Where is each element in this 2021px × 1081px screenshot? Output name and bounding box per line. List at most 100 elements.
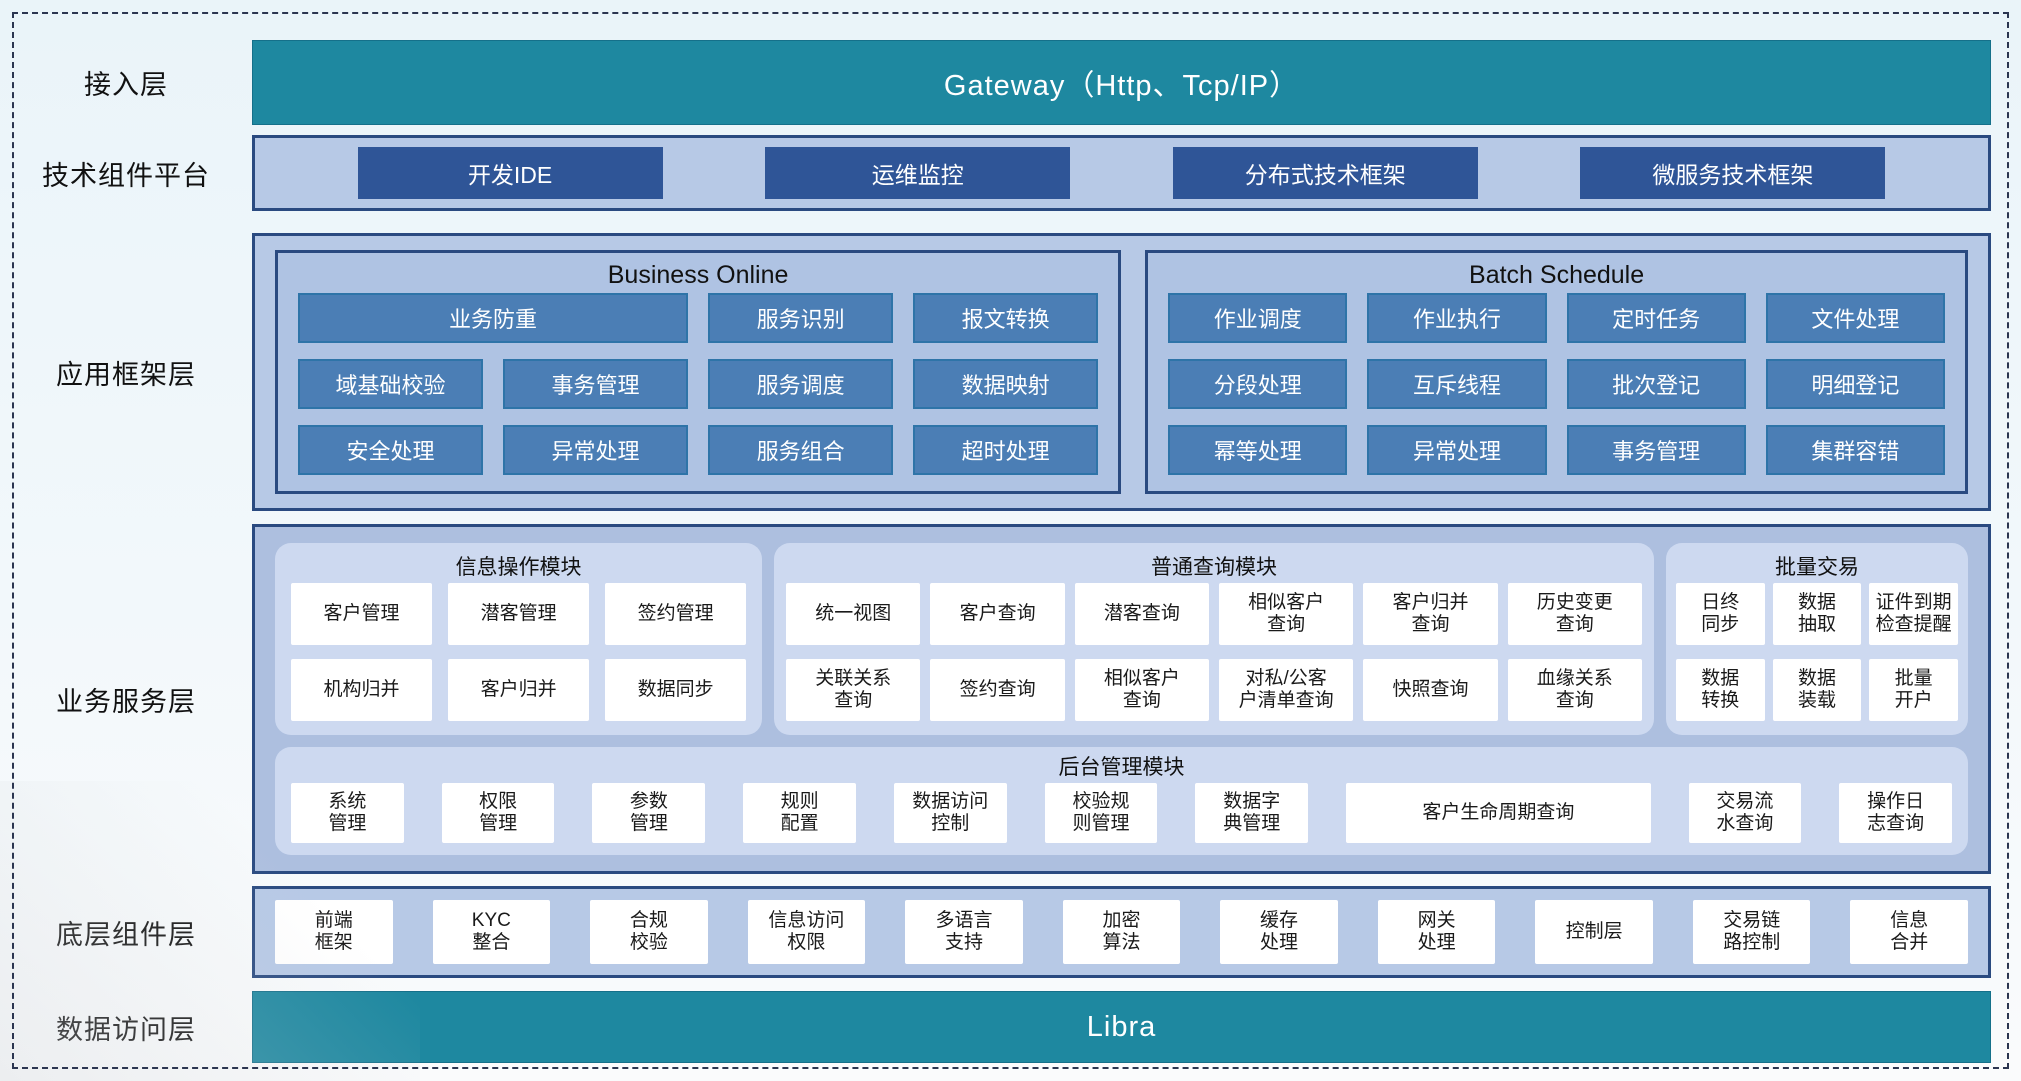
service-box: 数据 装载: [1772, 659, 1862, 721]
service-box: 潜客查询: [1074, 583, 1210, 645]
tech-component-button: 运维监控: [765, 147, 1071, 199]
module-title: 批量交易: [1774, 556, 1859, 579]
access-layer-row: 接入层 Gateway（Http、Tcp/IP）: [0, 40, 1991, 125]
app-function-button: 域基础校验: [298, 359, 484, 409]
app-function-button: 异常处理: [503, 425, 689, 475]
admin-box: 参数 管理: [592, 783, 706, 843]
admin-boxes: 系统 管理权限 管理参数 管理规则 配置数据访问 控制校验规 则管理数据字 典管…: [291, 783, 1952, 843]
app-function-button: 批次登记: [1566, 359, 1746, 409]
admin-box: 客户生命周期查询: [1346, 783, 1651, 843]
service-box: 客户归并 查询: [1363, 583, 1498, 645]
tech-component-button: 微服务技术框架: [1580, 147, 1886, 199]
base-components-label: 底层组件层: [56, 919, 196, 950]
service-module-card: 普通查询模块统一视图客户查询潜客查询相似客户 查询客户归并 查询历史变更 查询关…: [774, 543, 1654, 735]
service-box: 客户归并: [448, 659, 590, 721]
admin-box: 系统 管理: [291, 783, 404, 843]
admin-box: 操作日 志查询: [1839, 783, 1952, 843]
service-box: 数据 抽取: [1772, 583, 1862, 645]
service-box: 数据 转换: [1675, 659, 1765, 721]
service-box: 数据同步: [605, 659, 747, 721]
admin-box: 规则 配置: [743, 783, 856, 843]
libra-bar: Libra: [252, 991, 1991, 1063]
tech-platform-row: 技术组件平台 开发IDE 运维监控 分布式技术框架 微服务技术框架: [0, 135, 1991, 211]
service-box: 签约管理: [605, 583, 747, 645]
app-function-button: 分段处理: [1168, 359, 1348, 409]
app-function-button: 互斥线程: [1367, 359, 1547, 409]
component-box: 缓存 处理: [1220, 900, 1338, 964]
service-box: 相似客户 查询: [1219, 583, 1354, 645]
service-box-grid: 日终 同步数据 抽取证件到期 检查提醒数据 转换数据 装载批量 开户: [1675, 583, 1958, 721]
service-box: 血缘关系 查询: [1507, 659, 1642, 721]
business-modules: 信息操作模块客户管理潜客管理签约管理机构归并客户归并数据同步普通查询模块统一视图…: [275, 543, 1968, 735]
access-layer-label: 接入层: [84, 70, 168, 100]
app-function-button: 数据映射: [913, 359, 1099, 409]
tech-platform-label: 技术组件平台: [42, 160, 210, 191]
component-box: 加密 算法: [1062, 900, 1181, 964]
app-function-grid: 业务防重服务识别报文转换域基础校验事务管理服务调度数据映射安全处理异常处理服务组…: [298, 293, 1099, 475]
service-box: 关联关系 查询: [786, 659, 921, 721]
app-function-button: 作业调度: [1168, 293, 1348, 343]
service-box: 证件到期 检查提醒: [1869, 583, 1958, 645]
app-section-panel: Business Online 业务防重服务识别报文转换域基础校验事务管理服务调度…: [275, 250, 1122, 494]
app-function-button: 服务识别: [708, 293, 894, 343]
service-box: 快照查询: [1363, 659, 1498, 721]
section-title: Business Online: [607, 260, 789, 289]
component-box: 多语言 支持: [905, 900, 1023, 964]
service-box-grid: 统一视图客户查询潜客查询相似客户 查询客户归并 查询历史变更 查询关联关系 查询…: [786, 583, 1642, 721]
app-function-button: 定时任务: [1566, 293, 1746, 343]
app-function-button: 服务调度: [708, 359, 894, 409]
module-title: 信息操作模块: [455, 556, 582, 579]
app-function-button: 文件处理: [1765, 293, 1945, 343]
admin-box: 校验规 则管理: [1044, 783, 1158, 843]
service-box: 日终 同步: [1675, 583, 1765, 645]
admin-box: 权限 管理: [441, 783, 555, 843]
admin-module-card: 后台管理模块 系统 管理权限 管理参数 管理规则 配置数据访问 控制校验规 则管…: [275, 747, 1968, 855]
admin-box: 交易流 水查询: [1688, 783, 1802, 843]
service-module-card: 批量交易日终 同步数据 抽取证件到期 检查提醒数据 转换数据 装载批量 开户: [1665, 543, 1968, 735]
module-title: 后台管理模块: [1058, 756, 1185, 779]
app-function-button: 事务管理: [1566, 425, 1746, 475]
gateway-bar: Gateway（Http、Tcp/IP）: [252, 40, 1991, 125]
component-box: 控制层: [1535, 900, 1653, 964]
service-box: 潜客管理: [448, 583, 590, 645]
admin-box: 数据访问 控制: [893, 783, 1007, 843]
app-function-button: 超时处理: [913, 425, 1099, 475]
business-service-row: 业务服务层 信息操作模块客户管理潜客管理签约管理机构归并客户归并数据同步普通查询…: [0, 524, 1991, 874]
service-box: 客户查询: [930, 583, 1065, 645]
service-box-grid: 客户管理潜客管理签约管理机构归并客户归并数据同步: [291, 583, 747, 721]
app-function-grid: 作业调度作业执行定时任务文件处理分段处理互斥线程批次登记明细登记幂等处理异常处理…: [1168, 293, 1945, 475]
component-box: 合规 校验: [590, 900, 708, 964]
service-box: 历史变更 查询: [1507, 583, 1642, 645]
component-box: 交易链 路控制: [1692, 900, 1811, 964]
service-box: 对私/公客 户清单查询: [1219, 659, 1354, 721]
business-service-band: 信息操作模块客户管理潜客管理签约管理机构归并客户归并数据同步普通查询模块统一视图…: [252, 524, 1991, 874]
service-box: 机构归并: [291, 659, 433, 721]
component-box: KYC 整合: [432, 900, 551, 964]
component-box: 前端 框架: [275, 900, 393, 964]
app-function-button: 集群容错: [1765, 425, 1945, 475]
app-framework-label: 应用框架层: [56, 359, 196, 390]
service-box: 客户管理: [291, 583, 433, 645]
tech-component-button: 分布式技术框架: [1172, 147, 1478, 199]
component-box: 信息 合并: [1850, 900, 1969, 964]
app-function-button: 服务组合: [708, 425, 894, 475]
app-function-button: 报文转换: [913, 293, 1099, 343]
service-box: 签约查询: [930, 659, 1065, 721]
data-access-label: 数据访问层: [56, 1014, 196, 1045]
tech-component-button: 开发IDE: [357, 147, 663, 199]
service-module-card: 信息操作模块客户管理潜客管理签约管理机构归并客户归并数据同步: [275, 543, 763, 735]
component-box: 网关 处理: [1377, 900, 1496, 964]
app-function-button: 业务防重: [298, 293, 689, 343]
tech-buttons: 开发IDE 运维监控 分布式技术框架 微服务技术框架: [252, 135, 1991, 211]
app-function-button: 作业执行: [1367, 293, 1547, 343]
module-title: 普通查询模块: [1151, 556, 1278, 579]
app-function-button: 事务管理: [503, 359, 689, 409]
app-function-button: 异常处理: [1367, 425, 1547, 475]
